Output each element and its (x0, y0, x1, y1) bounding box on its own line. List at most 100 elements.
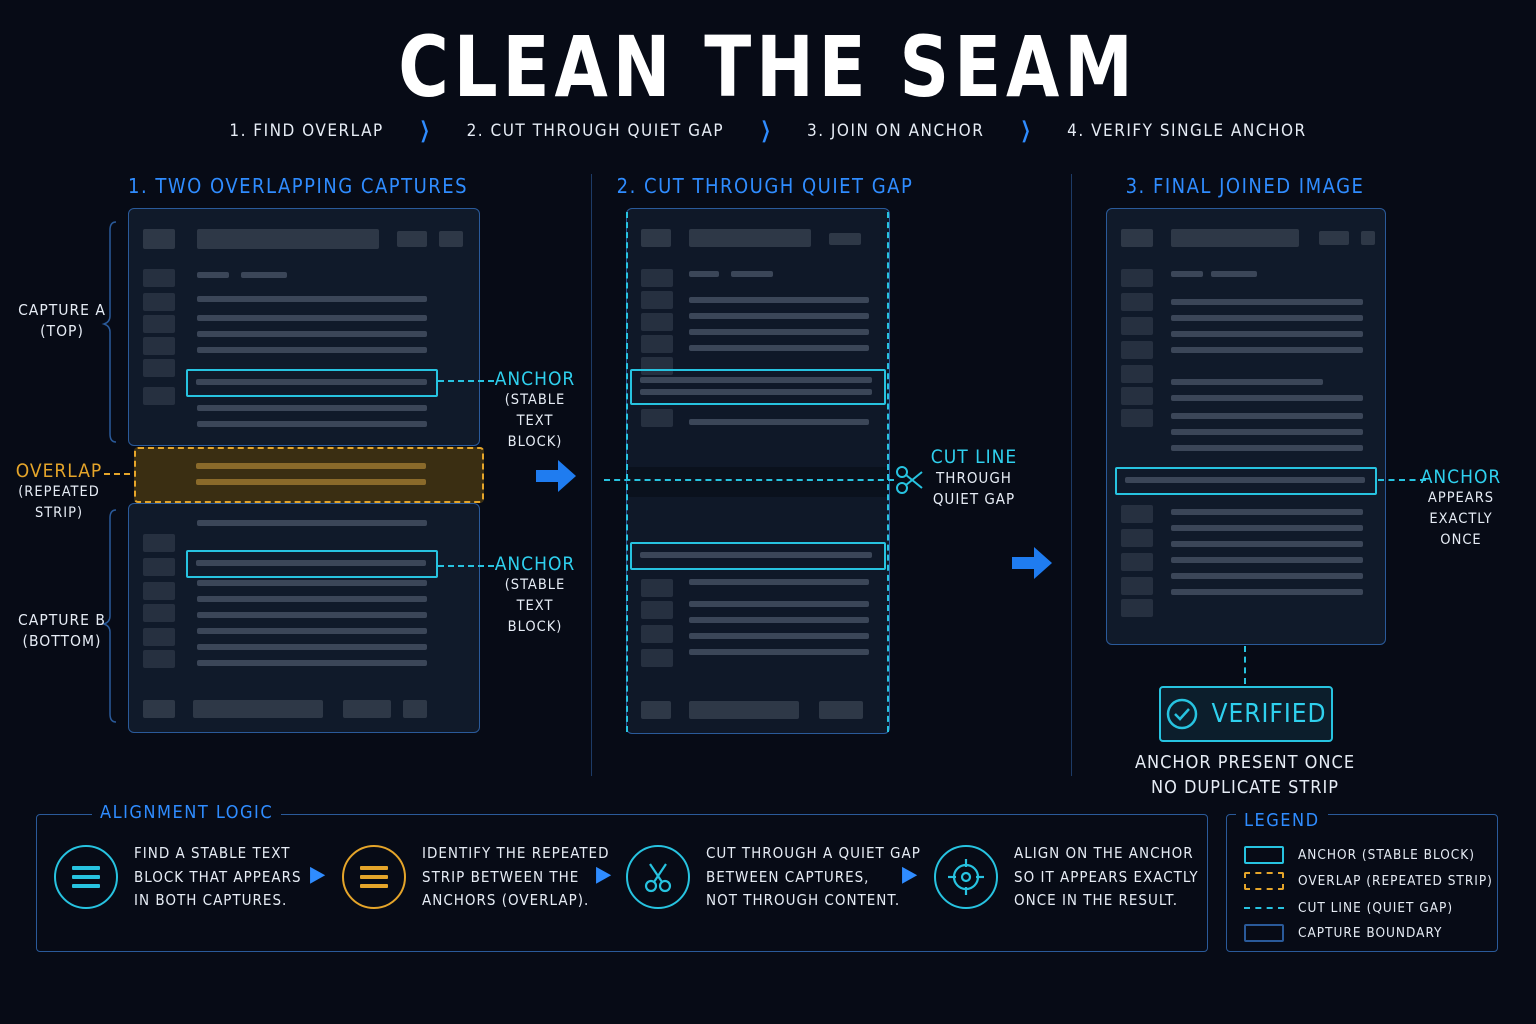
check-circle-icon (1167, 698, 1198, 730)
anchor-swatch (1244, 846, 1284, 864)
capture-b-subtitle: (BOTTOM) (22, 632, 102, 650)
overlap-label: OVERLAP (REPEATED STRIP) (6, 460, 112, 524)
step-2: 2. CUT THROUGH QUIET GAP (466, 120, 725, 141)
capture-b-panel (128, 503, 480, 733)
anchor-label-b: ANCHOR (STABLE TEXT BLOCK) (490, 553, 580, 638)
anchor-title: ANCHOR (494, 553, 576, 575)
legend-item-cut-line: CUT LINE (QUIET GAP) (1244, 898, 1453, 918)
anchor-subtitle-1: (STABLE TEXT (504, 392, 566, 429)
cut-line-subtitle-2: QUIET GAP (932, 490, 1016, 508)
logic-line: BETWEEN CAPTURES, (706, 867, 870, 886)
logic-line: SO IT APPEARS EXACTLY (1014, 867, 1199, 886)
legend-label: CUT LINE (QUIET GAP) (1298, 900, 1454, 916)
steps-breadcrumb: 1. FIND OVERLAP ❯ 2. CUT THROUGH QUIET G… (0, 118, 1536, 143)
step-4: 4. VERIFY SINGLE ANCHOR (1067, 120, 1307, 141)
capture-a-subtitle: (TOP) (40, 322, 84, 340)
list-icon (54, 845, 118, 910)
logic-line: IN BOTH CAPTURES. (134, 891, 288, 909)
capture-b-label: CAPTURE B (BOTTOM) (10, 610, 114, 652)
verified-line-1: ANCHOR PRESENT ONCE (1134, 752, 1356, 773)
logic-step-2: IDENTIFY THE REPEATED STRIP BETWEEN THE … (342, 842, 609, 913)
logic-line: NOT THROUGH CONTENT. (706, 891, 901, 909)
alignment-logic-title: ALIGNMENT LOGIC (92, 802, 282, 823)
column-3-title: 3. FINAL JOINED IMAGE (1125, 174, 1365, 198)
capture-boundary-line (887, 212, 889, 732)
anchor-title: ANCHOR (494, 368, 576, 390)
chevron-right-icon: ❯ (1020, 118, 1032, 143)
anchor-leader (1378, 479, 1426, 481)
verified-label: VERIFIED (1211, 699, 1327, 729)
step-1: 1. FIND OVERLAP (229, 120, 384, 141)
anchor-box-top (630, 369, 886, 405)
capture-boundary-swatch (1244, 924, 1284, 942)
capture-boundary-line (626, 212, 628, 732)
overlap-strip (134, 447, 484, 503)
capture-a-title: CAPTURE A (18, 301, 106, 319)
logic-line: ALIGN ON THE ANCHOR (1014, 844, 1194, 862)
chevron-right-icon: ▶ (596, 862, 612, 887)
capture-a-panel (128, 208, 480, 446)
logic-step-2-text: IDENTIFY THE REPEATED STRIP BETWEEN THE … (422, 842, 609, 913)
logic-line: ONCE IN THE RESULT. (1014, 891, 1179, 909)
column-2-title: 2. CUT THROUGH QUIET GAP (616, 174, 914, 198)
verified-connector (1244, 646, 1246, 684)
overlap-subtitle-1: (REPEATED (18, 484, 100, 500)
cut-panel (626, 208, 890, 734)
cut-line-subtitle-1: THROUGH (936, 469, 1012, 487)
alignment-logic-panel (36, 814, 1208, 952)
anchor-box-bottom (630, 542, 886, 570)
page-title: CLEAN THE SEAM (398, 18, 1138, 116)
logic-step-4-text: ALIGN ON THE ANCHOR SO IT APPEARS EXACTL… (1014, 842, 1199, 913)
legend-label: OVERLAP (REPEATED STRIP) (1298, 873, 1493, 889)
column-divider (591, 174, 592, 776)
logic-line: CUT THROUGH A QUIET GAP (706, 844, 921, 862)
legend-item-overlap: OVERLAP (REPEATED STRIP) (1244, 872, 1493, 890)
capture-a-label: CAPTURE A (TOP) (10, 300, 114, 342)
cut-line-swatch (1244, 907, 1284, 918)
chevron-right-icon: ▶ (310, 862, 326, 887)
anchor-subtitle-2: BLOCK) (507, 619, 563, 635)
scissors-icon (896, 466, 923, 494)
overlap-leader (104, 473, 130, 475)
verified-badge: VERIFIED (1159, 686, 1333, 742)
overlap-title: OVERLAP (15, 460, 103, 482)
logic-line: BLOCK THAT APPEARS (134, 867, 302, 886)
anchor-final-subtitle-1: APPEARS (1427, 490, 1495, 506)
logic-line: ANCHORS (OVERLAP). (422, 891, 590, 909)
arrow-right-icon (1012, 547, 1052, 579)
overlap-subtitle-2: STRIP) (34, 505, 84, 521)
legend-label: ANCHOR (STABLE BLOCK) (1298, 847, 1475, 863)
anchor-box-a (186, 369, 438, 397)
final-joined-panel (1106, 208, 1386, 645)
column-divider (1071, 174, 1072, 776)
logic-step-4: ALIGN ON THE ANCHOR SO IT APPEARS EXACTL… (934, 842, 1199, 913)
anchor-leader (438, 565, 494, 567)
crosshair-icon (934, 845, 998, 910)
legend-panel (1226, 814, 1498, 952)
anchor-leader (438, 380, 494, 382)
anchor-subtitle-2: BLOCK) (507, 434, 563, 450)
legend-label: CAPTURE BOUNDARY (1298, 925, 1443, 941)
legend-title: LEGEND (1236, 810, 1328, 831)
logic-line: STRIP BETWEEN THE (422, 867, 580, 886)
logic-line: IDENTIFY THE REPEATED (422, 844, 610, 862)
anchor-box-b (186, 550, 438, 578)
overlap-swatch (1244, 872, 1284, 890)
list-icon (342, 845, 406, 910)
cut-line (604, 479, 894, 481)
anchor-label-a: ANCHOR (STABLE TEXT BLOCK) (490, 368, 580, 453)
chevron-right-icon: ▶ (902, 862, 918, 887)
legend-item-anchor: ANCHOR (STABLE BLOCK) (1244, 846, 1475, 864)
cut-line-label: CUT LINE THROUGH QUIET GAP (926, 446, 1022, 510)
verified-line-2: NO DUPLICATE STRIP (1150, 777, 1340, 798)
chevron-right-icon: ❯ (419, 118, 431, 143)
capture-bracket (101, 221, 117, 723)
logic-step-1: FIND A STABLE TEXT BLOCK THAT APPEARS IN… (54, 842, 302, 913)
verified-caption: ANCHOR PRESENT ONCE NO DUPLICATE STRIP (1130, 750, 1360, 800)
anchor-final-label: ANCHOR APPEARS EXACTLY ONCE (1408, 466, 1514, 551)
anchor-final-subtitle-2: EXACTLY ONCE (1429, 511, 1493, 548)
logic-step-3: CUT THROUGH A QUIET GAP BETWEEN CAPTURES… (626, 842, 921, 913)
column-1-title: 1. TWO OVERLAPPING CAPTURES (128, 174, 469, 198)
logic-step-3-text: CUT THROUGH A QUIET GAP BETWEEN CAPTURES… (706, 842, 921, 913)
scissors-icon (626, 845, 690, 910)
